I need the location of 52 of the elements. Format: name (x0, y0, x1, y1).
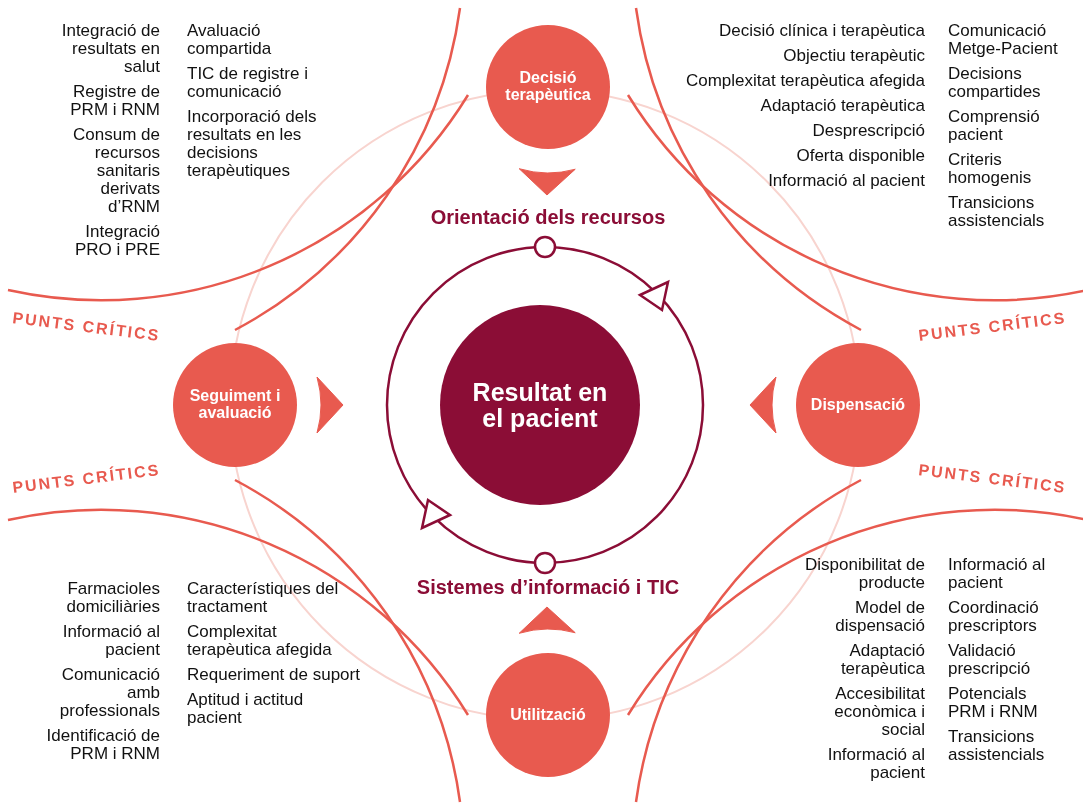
critical-point-text: Integració de resultats en salut (60, 22, 160, 76)
critical-point-text: Objectiu terapèutic (782, 47, 925, 65)
critical-point-text: Avaluació compartida (187, 22, 273, 58)
critical-point-text: Decisió clínica i terapèutica (718, 22, 925, 40)
critical-point-text: Adaptació terapèutica (839, 642, 925, 678)
critical-point-text: Decisions compartides (948, 65, 1042, 101)
critical-point-text: Identificació de PRM i RNM (45, 727, 160, 763)
stage-circle: Seguiment i avaluació (173, 343, 297, 467)
critical-point-text: Integració PRO i PRE (73, 223, 160, 259)
chevron-arrow (749, 376, 777, 434)
critical-point-text: Complexitat terapèutica afegida (684, 72, 925, 90)
critical-point-text: Informació al pacient (826, 746, 925, 782)
critical-point-text: Informació al pacient (61, 623, 160, 659)
section-heading: PUNTS CRÍTICS (11, 461, 162, 497)
critical-point-text: Transicions assistencials (948, 194, 1046, 230)
chevron-arrow (316, 376, 344, 434)
critical-point-text: Característiques del tractament (187, 580, 340, 616)
critical-point-text: Accesibilitat econòmica i social (833, 685, 925, 739)
critical-point-text: Informació al pacient (767, 172, 925, 190)
critical-point-text: Aptitud i actitud pacient (187, 691, 305, 727)
critical-point-text: Criteris homogenis (948, 151, 1033, 187)
ring-heading: Sistemes d’informació i TIC (416, 576, 680, 599)
section-heading: PUNTS CRÍTICS (917, 461, 1068, 497)
critical-point-text: Comprensió pacient (948, 108, 1041, 144)
critical-point-text: Coordinació prescriptors (948, 599, 1040, 635)
section-heading: PUNTS CRÍTICS (11, 309, 162, 345)
center-circle: Resultat en el pacient (440, 305, 640, 505)
critical-point-text: Disponibilitat de producte (804, 556, 925, 592)
critical-point-text: Model de dispensació (834, 599, 925, 635)
critical-point-text: Validació prescripció (948, 642, 1032, 678)
chevron-arrow (518, 168, 576, 196)
critical-point-text: Transicions assistencials (948, 728, 1046, 764)
stage-circle: Decisió terapèutica (486, 25, 610, 149)
critical-point-text: Oferta disponible (795, 147, 925, 165)
section-heading: PUNTS CRÍTICS (917, 309, 1068, 345)
ring-heading: Orientació dels recursos (430, 206, 666, 229)
critical-point-text: TIC de registre i comunicació (187, 65, 309, 101)
chevron-arrow (518, 606, 576, 634)
critical-point-text: Comunicació amb professionals (58, 666, 160, 720)
critical-point-text: Complexitat terapèutica afegida (187, 623, 333, 659)
critical-point-text: Informació al pacient (948, 556, 1047, 592)
stage-circle: Utilització (486, 653, 610, 777)
critical-point-text: Potencials PRM i RNM (948, 685, 1039, 721)
critical-point-text: Registre de PRM i RNM (69, 83, 160, 119)
critical-point-text: Requeriment de suport (187, 666, 361, 684)
critical-point-text: Consum de recursos sanitaris derivats d’RNM (72, 126, 160, 216)
critical-point-text: Desprescripció (811, 122, 925, 140)
critical-point-text: Incorporació dels resultats en les decisions terapèutiques (187, 108, 318, 180)
critical-point-text: Adaptació terapèutica (759, 97, 925, 115)
stage-circle: Dispensació (796, 343, 920, 467)
critical-point-text: Farmacioles domiciliàries (65, 580, 160, 616)
critical-point-text: Comunicació Metge-Pacient (948, 22, 1059, 58)
